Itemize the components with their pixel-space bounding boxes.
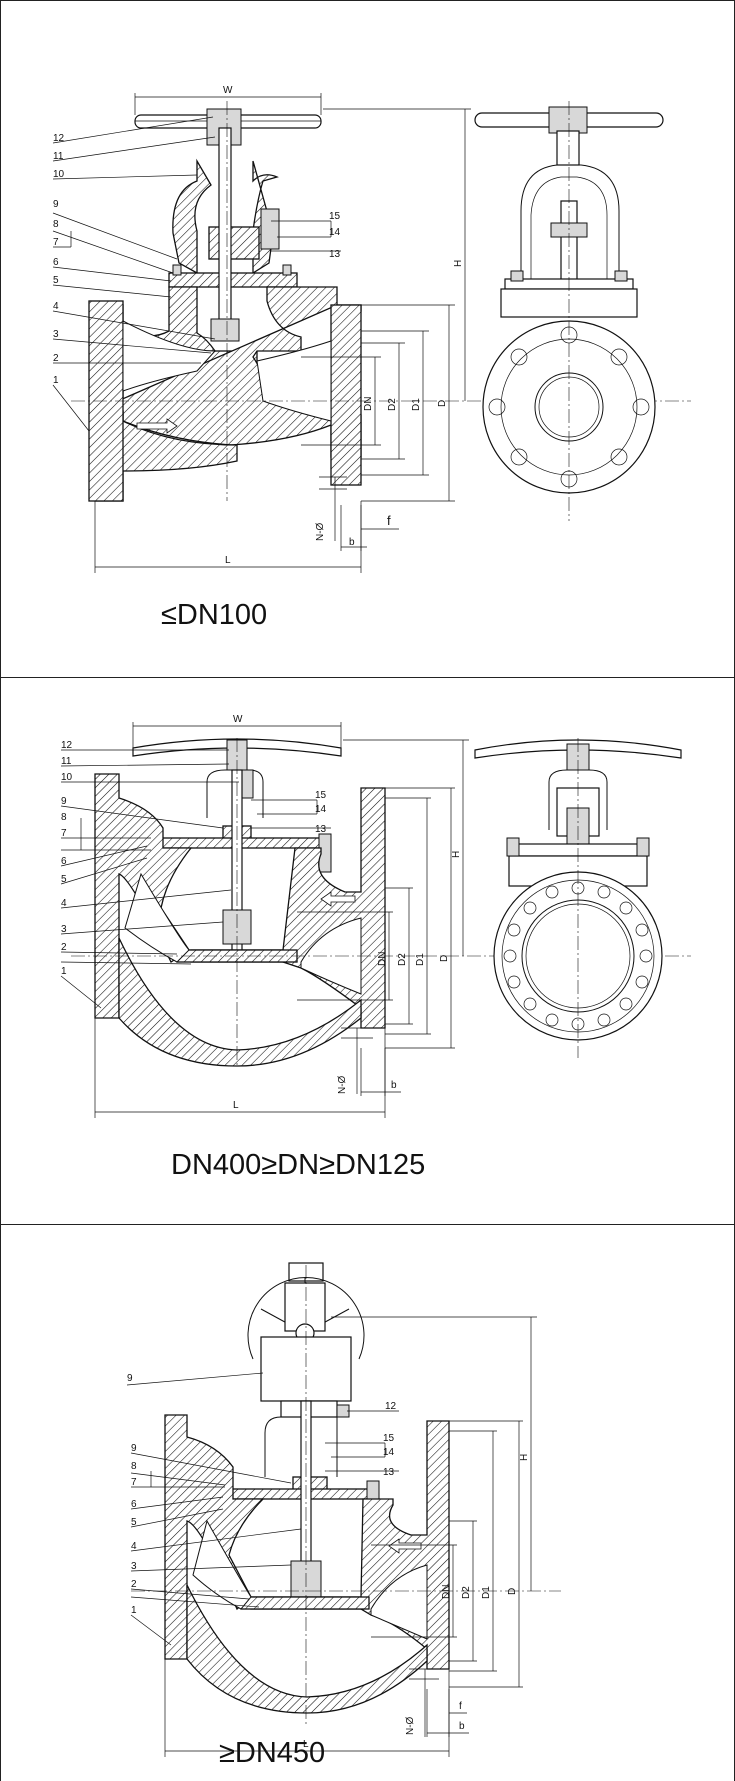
part-label-8-3: 8 [131,1461,137,1472]
part-label-9: 9 [53,199,59,210]
part-label-13: 13 [329,249,341,260]
part-label-5-3: 5 [131,1517,137,1528]
part-leaders-2 [60,749,331,1009]
part-label-5: 5 [53,275,59,286]
part-label-12-3: 12 [385,1401,397,1412]
dim-d-2: D [439,955,450,962]
part-label-14-3: 14 [383,1447,395,1458]
caption-medium-valve: DN400≥DN≥DN125 [171,1149,426,1181]
dim-l: L [225,555,231,566]
panel-large-valve: DN D2 D1 D H L N-Ø [0,1225,735,1781]
dim-w: W [223,85,233,96]
part-label-11: 11 [53,151,64,162]
part-label-5-2: 5 [61,874,67,885]
dim-d1: D1 [411,398,422,411]
part-leaders-3 [126,1372,399,1646]
part-label-4: 4 [53,301,59,312]
dim-d2-2: D2 [397,953,408,966]
part-label-6-3: 6 [131,1499,137,1510]
part-label-13-2: 13 [315,824,327,835]
dim-d-3: D [507,1588,518,1595]
dim-d1-2: D1 [415,953,426,966]
caption-small-valve: ≤DN100 [161,599,268,631]
dim-l-2: L [233,1100,239,1111]
valve-stem [218,127,232,329]
part-label-3: 3 [53,329,59,340]
dim-f: f [387,513,391,528]
small-valve-drawing: W [52,85,691,573]
dim-d1-3: D1 [481,1586,492,1599]
part-label-2-3: 2 [131,1579,137,1590]
bolt-holes [488,326,650,488]
part-label-1-3: 1 [131,1605,137,1616]
dim-h-2: H [451,851,462,858]
dim-n-3: N-Ø [405,1716,416,1735]
dim-w-2: W [233,714,243,725]
part-label-6: 6 [53,257,59,268]
part-label-15: 15 [329,211,341,222]
part-label-9-3: 9 [131,1443,137,1454]
part-label-15-3: 15 [383,1433,395,1444]
part-label-4-2: 4 [61,898,67,909]
part-label-12: 12 [53,133,65,144]
part-label-11-2: 11 [61,756,72,767]
part-label-8-2: 8 [61,812,67,823]
part-label-15-2: 15 [315,790,327,801]
gearbox [260,1336,352,1402]
dim-d: D [437,400,448,407]
part-label-9-2: 9 [61,796,67,807]
dim-dn: DN [363,397,374,411]
caption-large-valve: ≥DN450 [219,1737,326,1769]
part-label-7-3: 7 [131,1477,137,1488]
dim-n: N-Ø [315,522,326,541]
large-valve-drawing: DN D2 D1 D H L N-Ø [126,1262,561,1757]
part-label-2-2: 2 [61,942,67,953]
part-label-12-2: 12 [61,740,73,751]
dim-d2-3: D2 [461,1586,472,1599]
dim-dn-3: DN [441,1585,452,1599]
part-label-11-3: 9 [127,1373,133,1384]
dim-n-2: N-Ø [337,1075,348,1094]
panel-small-valve: W [0,0,735,678]
dim-b-2: b [391,1080,397,1091]
dim-h: H [453,260,464,267]
part-label-8: 8 [53,219,59,230]
part-label-7: 7 [53,237,59,248]
part-label-3-2: 3 [61,924,67,935]
dim-l-3: L [303,1739,309,1750]
dim-f-3: f [459,1701,462,1712]
medium-valve-drawing: W [60,714,691,1118]
part-label-6-2: 6 [61,856,67,867]
part-label-14: 14 [329,227,341,238]
part-label-10: 10 [53,169,65,180]
panel-medium-valve: W [0,678,735,1225]
dim-dn-2: DN [377,952,388,966]
part-leaders [52,116,341,432]
part-label-13-3: 13 [383,1467,395,1478]
part-label-2: 2 [53,353,59,364]
dim-h-3: H [519,1454,530,1461]
part-label-7-2: 7 [61,828,67,839]
part-label-14-2: 14 [315,804,327,815]
part-label-4-3: 4 [131,1541,137,1552]
part-label-1-2: 1 [61,966,67,977]
dim-b: b [349,537,355,548]
part-label-1: 1 [53,375,59,386]
part-label-10-2: 10 [61,772,73,783]
part-label-3-3: 3 [131,1561,137,1572]
dim-d2: D2 [387,398,398,411]
dim-b-3: b [459,1721,465,1732]
